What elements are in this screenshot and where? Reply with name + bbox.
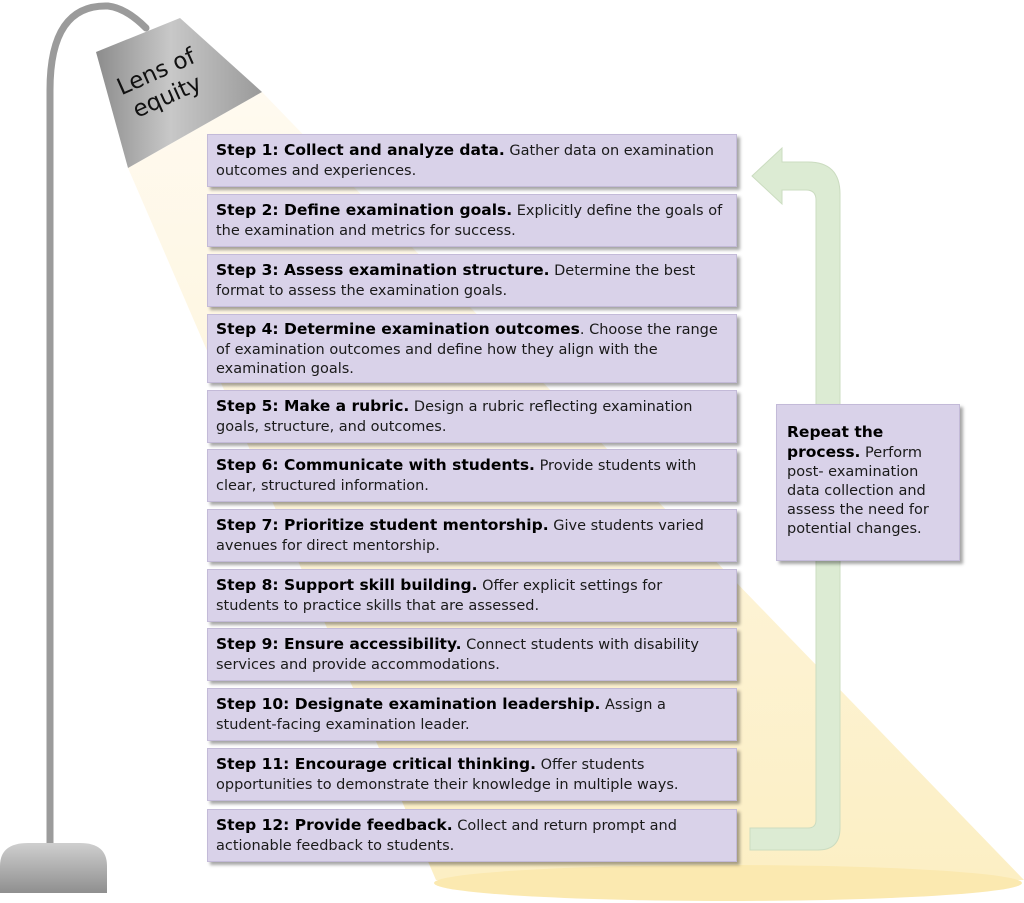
step-text: Collect and return prompt and actionable…: [216, 818, 677, 854]
step-title: Step 3: Assess examination structure.: [216, 261, 550, 279]
step-11: Step 11: Encourage critical thinking. Of…: [207, 748, 737, 801]
step-1: Step 1: Collect and analyze data. Gather…: [207, 134, 737, 187]
step-8: Step 8: Support skill building. Offer ex…: [207, 569, 737, 622]
step-text: Provide students with clear, structured …: [216, 458, 697, 494]
step-text: Offer explicit settings for students to …: [216, 578, 663, 614]
repeat-text: Perform post- examination data collectio…: [787, 445, 929, 537]
step-title: Step 4: Determine examination outcomes: [216, 320, 580, 338]
step-text: . Choose the range of examination outcom…: [216, 322, 718, 377]
step-title: Step 11: Encourage critical thinking.: [216, 755, 536, 773]
step-6: Step 6: Communicate with students. Provi…: [207, 449, 737, 502]
repeat-title: Repeat the process.: [787, 423, 884, 461]
step-title: Step 8: Support skill building.: [216, 576, 478, 594]
light-pool: [434, 865, 1022, 901]
lamp-base: [0, 843, 107, 893]
step-title: Step 6: Communicate with students.: [216, 456, 535, 474]
step-text: Connect students with disability service…: [216, 637, 699, 673]
step-4: Step 4: Determine examination outcomes. …: [207, 314, 737, 383]
step-title: Step 5: Make a rubric.: [216, 397, 410, 415]
step-title: Step 9: Ensure accessibility.: [216, 635, 462, 653]
step-10: Step 10: Designate examination leadershi…: [207, 688, 737, 741]
step-text: Assign a student-facing examination lead…: [216, 697, 666, 733]
step-5: Step 5: Make a rubric. Design a rubric r…: [207, 390, 737, 443]
step-title: Step 1: Collect and analyze data.: [216, 141, 505, 159]
step-title: Step 2: Define examination goals.: [216, 201, 513, 219]
step-title: Step 12: Provide feedback.: [216, 816, 453, 834]
step-title: Step 7: Prioritize student mentorship.: [216, 516, 549, 534]
step-2: Step 2: Define examination goals. Explic…: [207, 194, 737, 247]
repeat-process-box: Repeat the process. Perform post- examin…: [776, 404, 960, 561]
lamp-shade: [96, 18, 262, 168]
step-title: Step 10: Designate examination leadershi…: [216, 695, 601, 713]
step-text: Determine the best format to assess the …: [216, 263, 696, 299]
step-7: Step 7: Prioritize student mentorship. G…: [207, 509, 737, 562]
lamp-pole: [46, 2, 150, 854]
step-9: Step 9: Ensure accessibility. Connect st…: [207, 628, 737, 681]
step-12: Step 12: Provide feedback. Collect and r…: [207, 809, 737, 862]
repeat-arrow: [749, 146, 841, 851]
step-text: Give students varied avenues for direct …: [216, 518, 704, 554]
step-3: Step 3: Assess examination structure. De…: [207, 254, 737, 307]
step-text: Gather data on examination outcomes and …: [216, 143, 714, 179]
step-text: Design a rubric reflecting examination g…: [216, 399, 693, 435]
step-text: Explicitly define the goals of the exami…: [216, 203, 723, 239]
step-text: Offer students opportunities to demonstr…: [216, 757, 679, 793]
